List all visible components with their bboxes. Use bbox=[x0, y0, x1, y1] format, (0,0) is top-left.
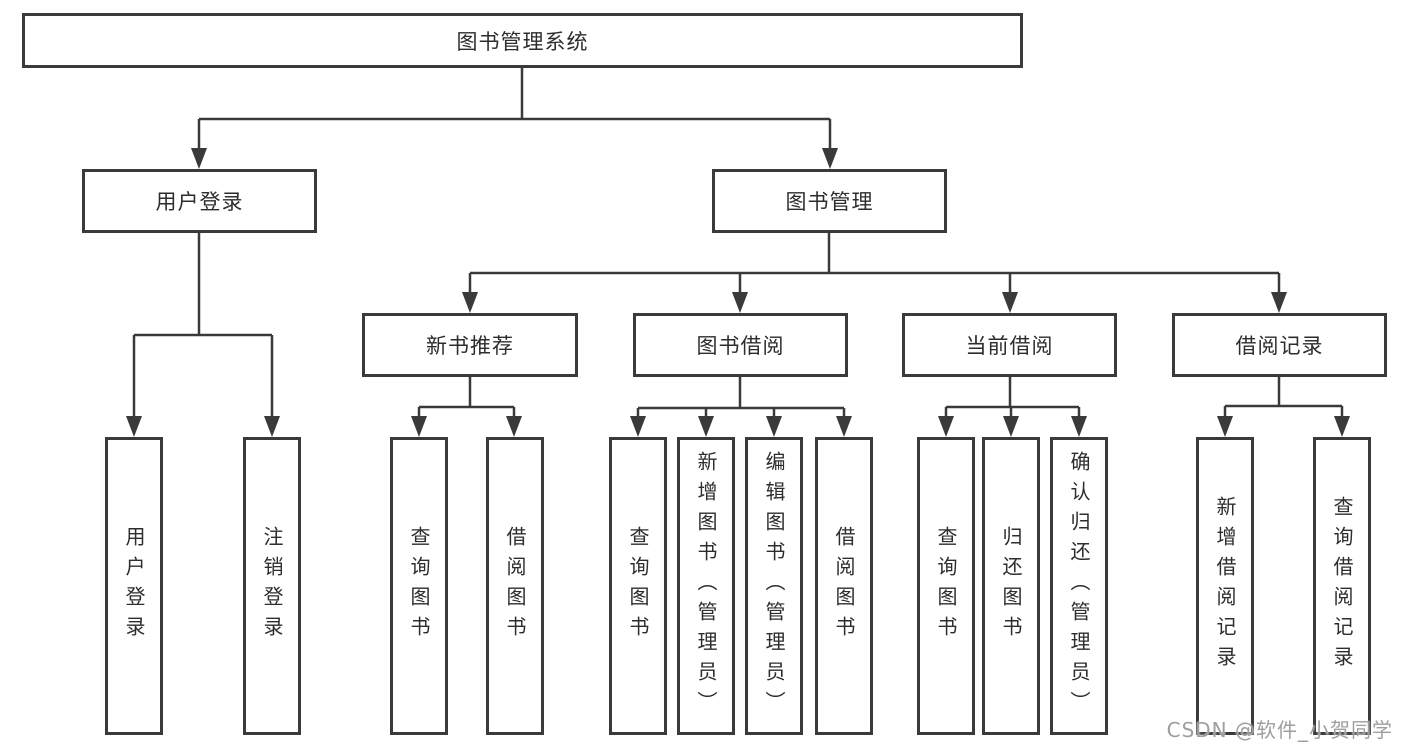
node-book-borrowing: 图书借阅 bbox=[633, 313, 848, 377]
node-label: 用户登录 bbox=[122, 526, 146, 646]
node-label: 查询图书 bbox=[626, 526, 650, 646]
node-label: 借阅图书 bbox=[503, 526, 527, 646]
node-book-management: 图书管理 bbox=[712, 169, 947, 233]
node-label: 新书推荐 bbox=[426, 334, 514, 358]
node-label: 编辑图书（管理员） bbox=[762, 451, 786, 721]
node-current-borrowing: 当前借阅 bbox=[902, 313, 1117, 377]
csdn-watermark: CSDN @软件_小贺同学 bbox=[1166, 718, 1393, 742]
node-label: 归还图书 bbox=[999, 526, 1023, 646]
node-label: 查询借阅记录 bbox=[1330, 496, 1354, 676]
node-label: 注销登录 bbox=[260, 526, 284, 646]
node-label: 图书管理 bbox=[785, 190, 874, 214]
connector-arrowheads bbox=[126, 148, 1350, 437]
connector-stems bbox=[132, 68, 1344, 420]
node-borrow-books-1: 借阅图书 bbox=[486, 437, 544, 735]
node-label: 查询图书 bbox=[407, 526, 431, 646]
node-confirm-return-admin: 确认归还（管理员） bbox=[1050, 437, 1108, 735]
node-label: 图书借阅 bbox=[696, 334, 785, 358]
node-label: 图书管理系统 bbox=[456, 29, 589, 54]
node-label: 借阅图书 bbox=[832, 526, 856, 646]
node-user-login-leaf: 用户登录 bbox=[105, 437, 163, 735]
node-label: 用户登录 bbox=[155, 190, 244, 214]
node-edit-books-admin: 编辑图书（管理员） bbox=[745, 437, 803, 735]
node-new-book-recommend: 新书推荐 bbox=[362, 313, 578, 377]
node-label: 新增图书（管理员） bbox=[694, 451, 718, 721]
node-borrow-books-2: 借阅图书 bbox=[815, 437, 873, 735]
node-return-books: 归还图书 bbox=[982, 437, 1040, 735]
node-borrow-records: 借阅记录 bbox=[1172, 313, 1387, 377]
node-label: 当前借阅 bbox=[965, 334, 1054, 358]
node-query-books-1: 查询图书 bbox=[390, 437, 448, 735]
node-add-books-admin: 新增图书（管理员） bbox=[677, 437, 735, 735]
node-library-system: 图书管理系统 bbox=[22, 13, 1023, 68]
node-add-borrow-record: 新增借阅记录 bbox=[1196, 437, 1254, 735]
node-label: 查询图书 bbox=[934, 526, 958, 646]
node-user-login: 用户登录 bbox=[82, 169, 317, 233]
node-query-books-2: 查询图书 bbox=[609, 437, 667, 735]
node-label: 借阅记录 bbox=[1235, 334, 1324, 358]
node-query-books-3: 查询图书 bbox=[917, 437, 975, 735]
node-query-borrow-record: 查询借阅记录 bbox=[1313, 437, 1371, 735]
node-logout-leaf: 注销登录 bbox=[243, 437, 301, 735]
node-label: 新增借阅记录 bbox=[1213, 496, 1237, 676]
node-label: 确认归还（管理员） bbox=[1067, 451, 1091, 721]
